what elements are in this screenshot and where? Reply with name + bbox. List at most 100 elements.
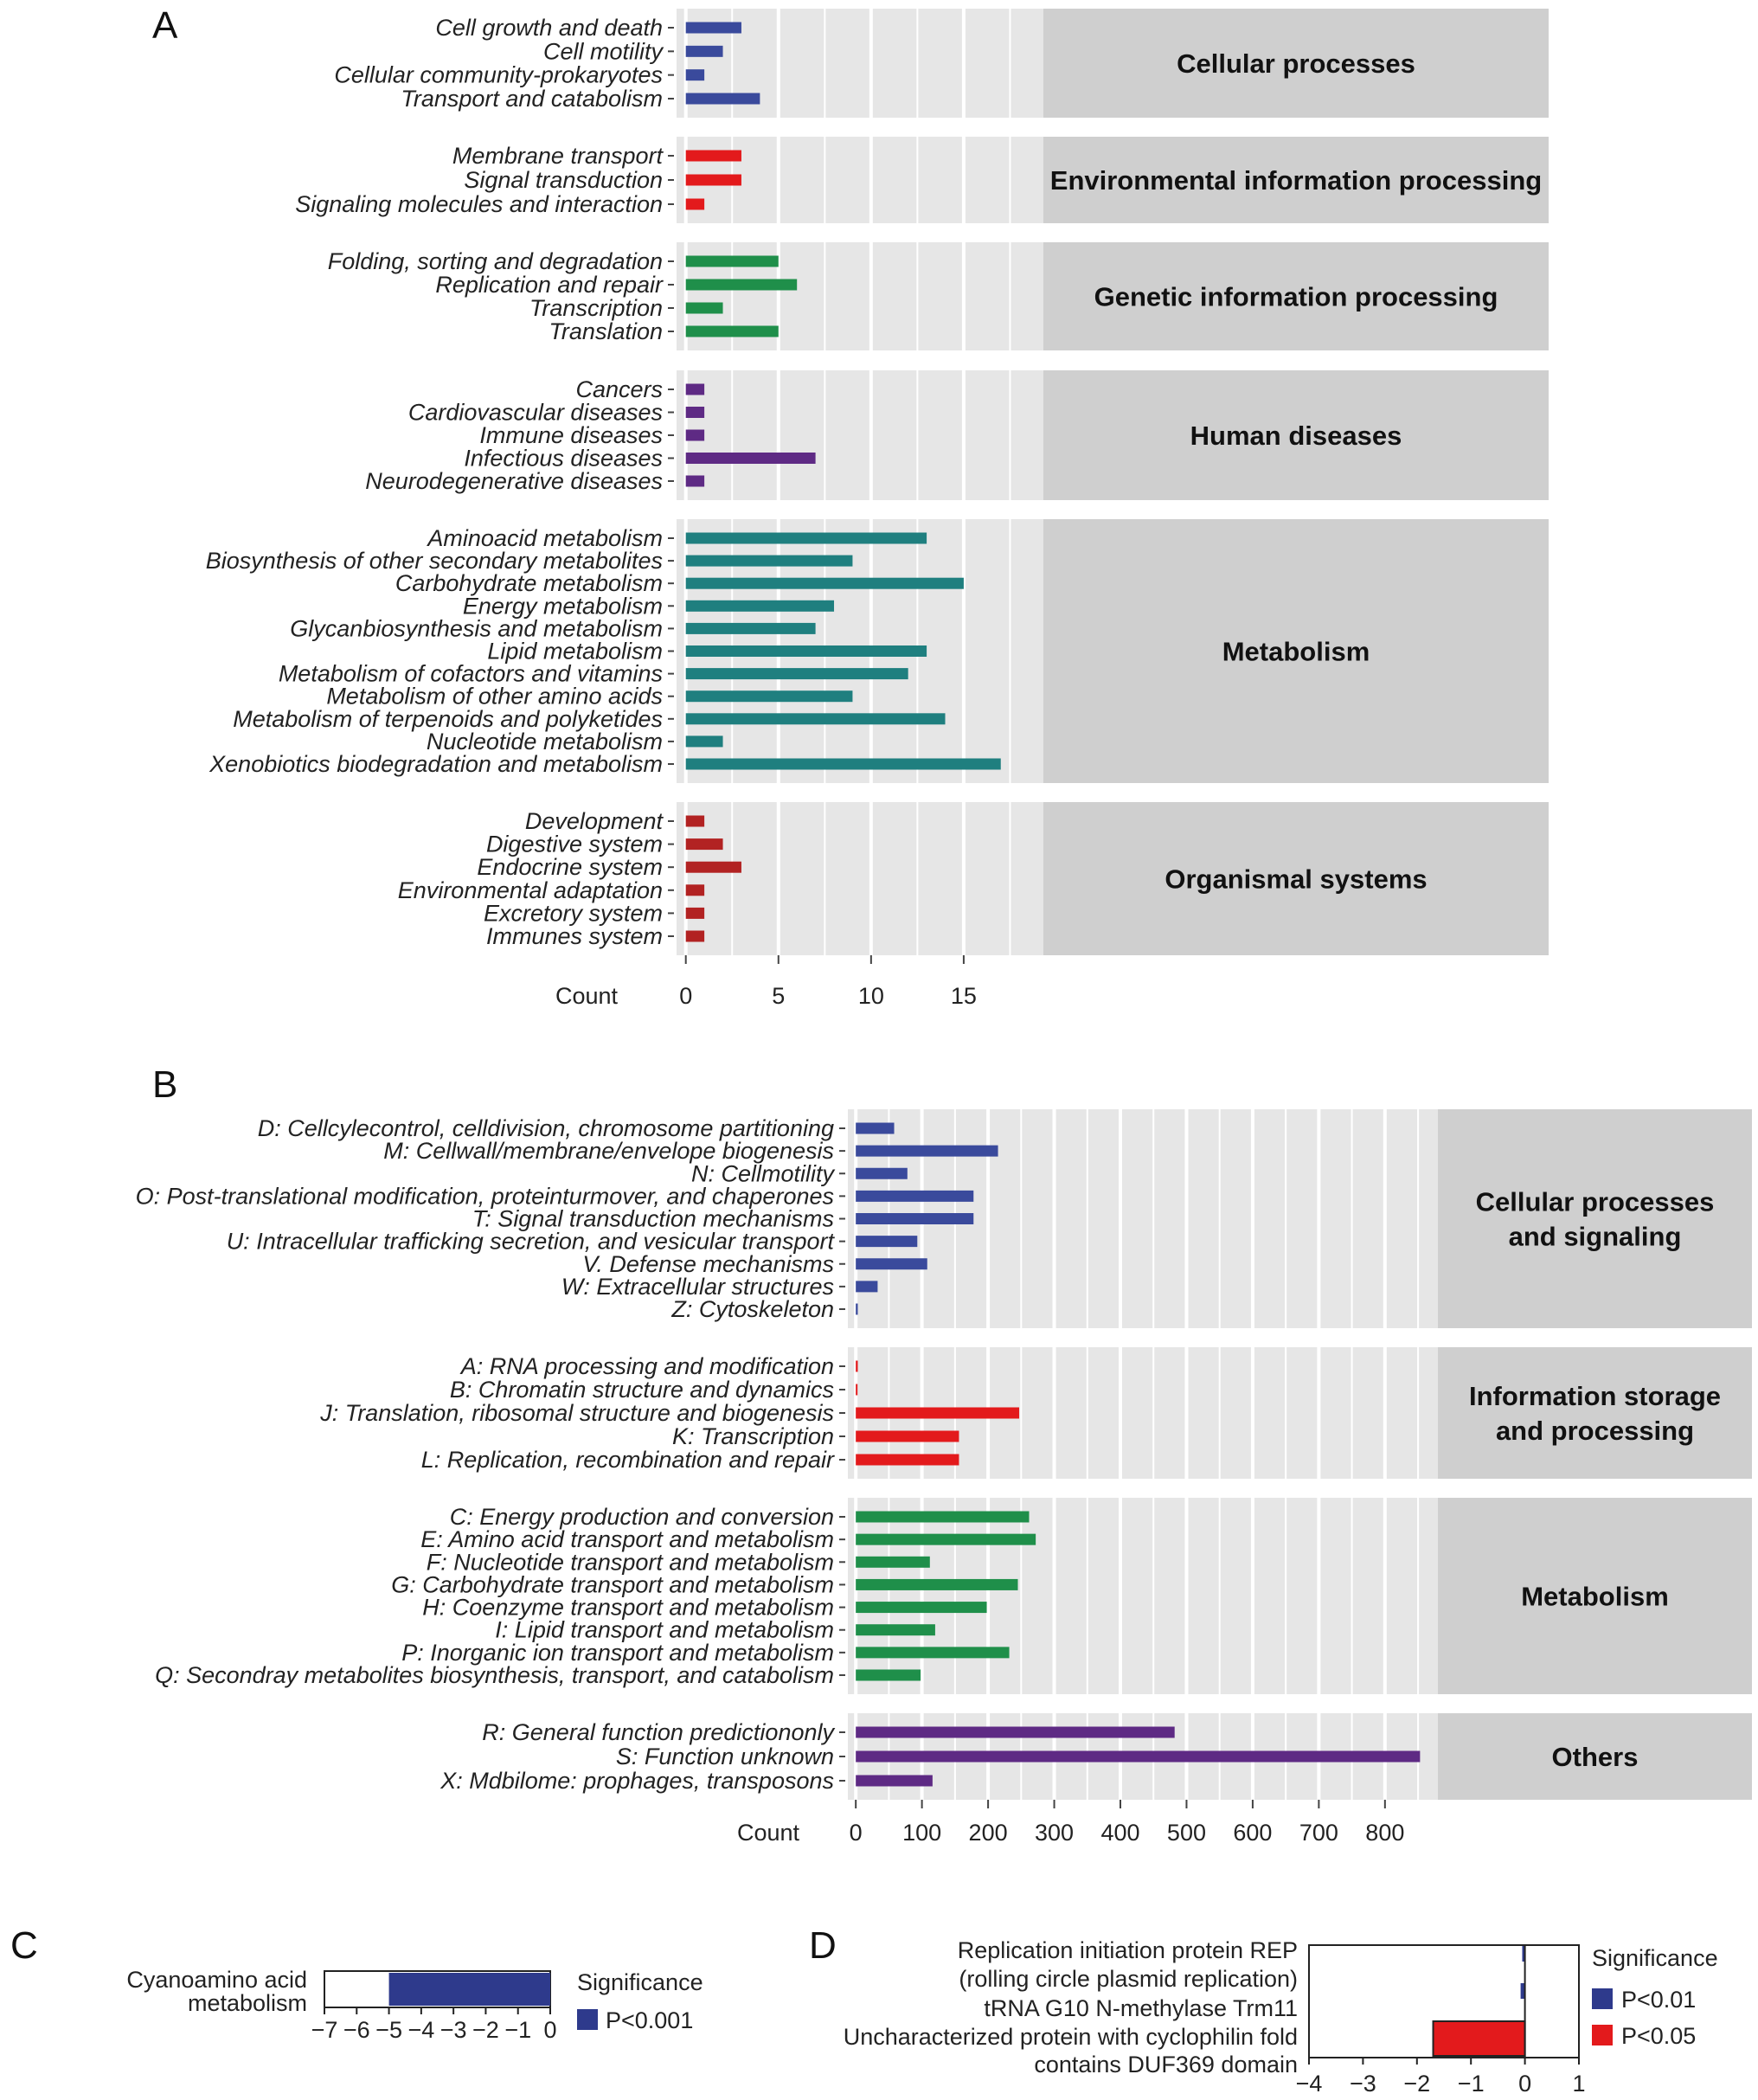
facet-strip [1438,1713,1752,1800]
bar-i-lipid-transport-and-metabolism [856,1624,935,1636]
facet-strip [1043,370,1549,500]
facet-strip-label-human-diseases: Human diseases [1190,421,1402,451]
facet-strip [1438,1109,1752,1328]
category-label-w-extracellular-structures: W: Extracellular structures [561,1274,834,1300]
facet-strip [1043,137,1549,223]
bar-cardiovascular-diseases [685,407,705,418]
bar-o-post-translational-modification-proteinturmover-and-chaperones [856,1190,974,1202]
bar-cyanoamino-acid-metabolism [388,1973,550,2006]
bar-s-function-unknown [856,1750,1421,1763]
bar-lipid-metabolism [685,645,927,657]
category-label-infectious-diseases: Infectious diseases [464,446,663,472]
x-tick-label: 1 [1572,2071,1585,2097]
category-label-line: metabolism [188,1990,307,2016]
facet-strip-label-organismal-systems: Organismal systems [1165,864,1427,895]
category-label-r-general-function-predictiononly: R: General function predictiononly [482,1719,835,1745]
category-label-k-transcription: K: Transcription [672,1423,834,1449]
x-tick-label: −5 [375,2017,402,2043]
bar-metabolism-of-cofactors-and-vitamins [685,668,908,680]
bar-h-coenzyme-transport-and-metabolism [856,1602,987,1614]
legend-label: P<0.01 [1621,1987,1696,2013]
x-tick-label: −6 [343,2017,370,2043]
x-tick-label: 700 [1299,1820,1338,1846]
x-tick-label: −1 [504,2017,531,2043]
x-tick-label: 500 [1167,1820,1206,1846]
facet-strip-label-genetic-information-processing: Genetic information processing [1094,282,1498,312]
category-label-line: (rolling circle plasmid replication) [959,1966,1298,1992]
bar-transport-and-catabolism [685,93,760,105]
facet-strip-label-cellular-processes-and-signaling: and signaling [1509,1222,1682,1252]
category-label-a-rna-processing-and-modification: A: RNA processing and modification [459,1353,834,1379]
x-axis-title: Count [737,1820,800,1846]
facet-panel-bg [677,370,1043,500]
legend-label: P<0.001 [606,2007,693,2033]
bar-e-amino-acid-transport-and-metabolism [856,1533,1036,1545]
bar-l-replication-recombination-and-repair [856,1454,959,1466]
panel-label: B [152,1063,177,1106]
facet-strip-label-cellular-processes-and-signaling: Cellular processes [1476,1187,1715,1217]
legend-swatch [1592,2025,1613,2045]
bar-glycanbiosynthesis-and-metabolism [685,622,816,634]
category-label-neurodegenerative-diseases: Neurodegenerative diseases [365,468,663,494]
x-tick-label: 0 [850,1820,863,1846]
facet-strip [1438,1347,1752,1479]
bar-w-extracellular-structures [856,1281,878,1293]
facet-strip [1043,242,1549,350]
category-label-line: contains DUF369 domain [1034,2052,1298,2078]
bar-excretory-system [685,907,705,919]
x-tick-label: 0 [679,983,692,1009]
x-tick-label: −1 [1458,2071,1485,2097]
facet-strip-label-information-storage-and-processing: and processing [1496,1416,1694,1446]
category-label-development: Development [525,808,664,834]
bar-d-cellcylecontrol-celldivision-chromosome-partitioning [856,1122,895,1134]
bar-replication-initiation-protein-rep-rolling-circle-plasmid-replication [1522,1946,1525,1962]
category-label-signaling-molecules-and-interaction: Signaling molecules and interaction [295,191,663,217]
bar-j-translation-ribosomal-structure-and-biogenesis [856,1407,1020,1419]
bar-cell-motility [685,45,723,57]
category-label-nucleotide-metabolism: Nucleotide metabolism [427,729,663,755]
bar-uncharacterized-protein-with-cyclophilin-fold-contains-duf369-domain [1432,2020,1526,2057]
category-label-v-defense-mechanisms: V. Defense mechanisms [582,1251,834,1277]
facet-strip-label-information-storage-and-processing: Information storage [1469,1381,1721,1411]
facet-strip-label-cellular-processes: Cellular processes [1177,48,1415,79]
category-label-cellular-community-prokaryotes: Cellular community-prokaryotes [334,62,663,88]
bar-cellular-community-prokaryotes [685,69,705,81]
x-tick-label: −2 [1403,2071,1430,2097]
category-label-q-secondray-metabolites-biosynthesis-transport-and-catabolism: Q: Secondray metabolites biosynthesis, t… [155,1662,834,1688]
bar-m-cellwall-membrane-envelope-biogenesis [856,1145,998,1157]
category-label-line: Cyanoamino acid [126,1967,307,1993]
bar-aminoacid-metabolism [685,532,927,544]
bar-g-carbohydrate-transport-and-metabolism [856,1578,1018,1590]
bar-p-inorganic-ion-transport-and-metabolism [856,1647,1010,1659]
x-tick-label: 400 [1100,1820,1139,1846]
category-label-i-lipid-transport-and-metabolism: I: Lipid transport and metabolism [495,1617,834,1643]
x-tick-label: −3 [1350,2071,1376,2097]
bar-signaling-molecules-and-interaction [685,198,705,210]
category-label-energy-metabolism: Energy metabolism [463,593,663,619]
panel-label: C [10,1924,38,1967]
category-label-t-signal-transduction-mechanisms: T: Signal transduction mechanisms [472,1206,834,1232]
category-label-endocrine-system: Endocrine system [477,854,663,880]
bar-x-mdbilome-prophages-transposons [856,1775,933,1787]
x-tick-label: 200 [969,1820,1008,1846]
bar-transcription [685,302,723,314]
x-tick-label: 0 [543,2017,556,2043]
bar-cell-growth-and-death [685,22,741,34]
bar-trna-g10-n-methylase-trm11 [1520,1983,1525,1999]
category-label-membrane-transport: Membrane transport [452,143,664,169]
x-tick-label: −3 [440,2017,467,2043]
bar-immune-diseases [685,429,705,441]
bar-a-rna-processing-and-modification [856,1360,858,1372]
x-tick-label: 5 [772,983,785,1009]
facet-strip-label-environmental-information-processing: Environmental information processing [1050,165,1542,196]
x-tick-label: 100 [902,1820,941,1846]
category-label-cell-motility: Cell motility [543,38,664,64]
category-label-biosynthesis-of-other-secondary-metabolites: Biosynthesis of other secondary metaboli… [206,548,663,574]
category-label-replication-and-repair: Replication and repair [435,272,664,298]
bar-energy-metabolism [685,600,835,612]
category-label-line: Uncharacterized protein with cyclophilin… [844,2024,1298,2050]
bar-q-secondray-metabolites-biosynthesis-transport-and-catabolism [856,1669,921,1681]
legend-swatch [1592,1988,1613,2009]
bar-v-defense-mechanisms [856,1258,927,1270]
